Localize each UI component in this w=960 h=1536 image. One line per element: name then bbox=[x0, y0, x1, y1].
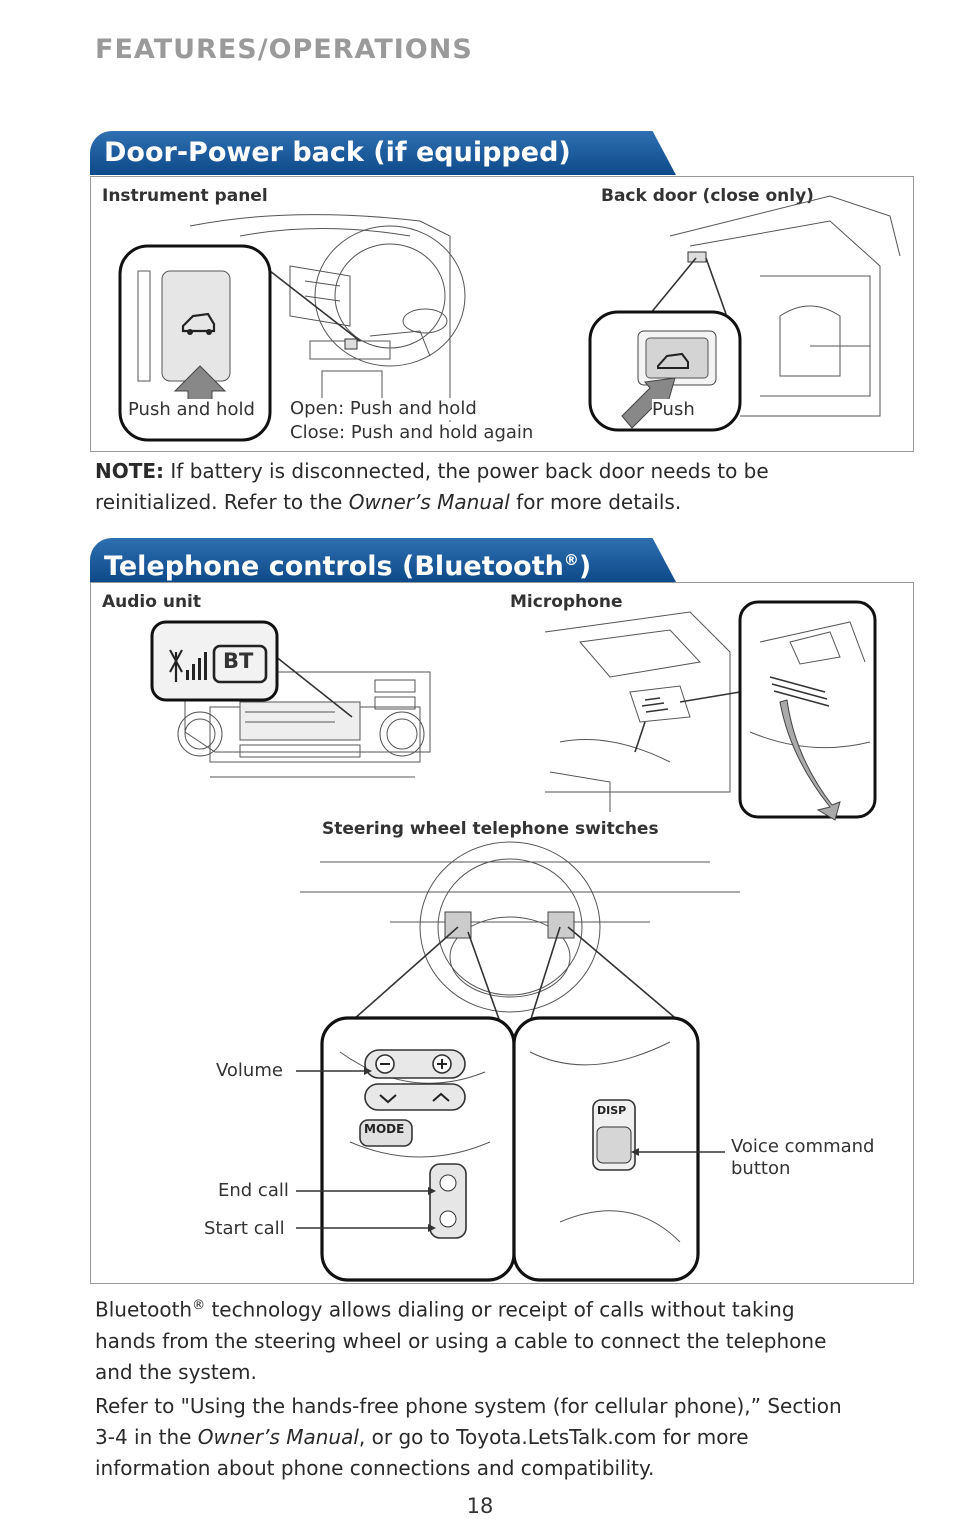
para2-l3: information about phone connections and … bbox=[95, 1456, 655, 1480]
reference-paragraph: Refer to "Using the hands-free phone sys… bbox=[95, 1391, 925, 1484]
page-number: 18 bbox=[466, 1494, 494, 1518]
section-title: Door-Power back (if equipped) bbox=[104, 137, 571, 168]
note-text-line1: If battery is disconnected, the power ba… bbox=[164, 459, 769, 483]
power-door-figure bbox=[90, 176, 914, 452]
para1-l1b: technology allows dialing or receipt of … bbox=[205, 1297, 795, 1322]
bt-badge-text: BT bbox=[221, 649, 256, 673]
back-door-label: Back door (close only) bbox=[601, 186, 814, 206]
note-paragraph: NOTE: If battery is disconnected, the po… bbox=[95, 456, 925, 518]
volume-label: Volume bbox=[216, 1060, 283, 1082]
para1-l2: hands from the steering wheel or using a… bbox=[95, 1328, 827, 1353]
mode-key-label: MODE bbox=[364, 1122, 405, 1136]
section-title: Telephone controls (Bluetooth bbox=[104, 551, 564, 582]
note-text-line2a: reinitialized. Refer to the bbox=[95, 490, 349, 514]
push-and-hold-caption: Push and hold bbox=[128, 399, 255, 421]
registered-mark: ® bbox=[563, 551, 579, 569]
audio-unit-label: Audio unit bbox=[102, 592, 202, 612]
section-title-close: ) bbox=[578, 551, 592, 582]
end-call-label: End call bbox=[218, 1180, 289, 1202]
para2-l1: Refer to "Using the hands-free phone sys… bbox=[95, 1394, 842, 1418]
instrument-panel-label: Instrument panel bbox=[102, 186, 268, 206]
note-text-line2c: for more details. bbox=[509, 490, 682, 514]
para1-l1a: Bluetooth bbox=[95, 1297, 193, 1322]
section-banner-power-back-door: Door-Power back (if equipped) bbox=[90, 131, 676, 175]
push-caption: Push bbox=[652, 399, 695, 421]
voice-command-label-line2: button bbox=[731, 1158, 791, 1180]
para1-l3: and the system. bbox=[95, 1359, 257, 1384]
owners-manual-ref-2: Owner’s Manual bbox=[197, 1425, 359, 1449]
close-caption: Close: Push and hold again bbox=[290, 422, 534, 444]
power-door-illustration bbox=[118, 195, 901, 442]
bluetooth-paragraph: Bluetooth® technology allows dialing or … bbox=[95, 1290, 925, 1388]
para2-l2a: 3-4 in the bbox=[95, 1425, 198, 1449]
section-banner-telephone: Telephone controls (Bluetooth®) bbox=[90, 538, 676, 582]
para1-reg: ® bbox=[192, 1298, 206, 1313]
start-call-label: Start call bbox=[204, 1218, 285, 1240]
note-label: NOTE: bbox=[95, 459, 165, 483]
page-header: FEATURES/OPERATIONS bbox=[95, 34, 473, 65]
steering-wheel-label: Steering wheel telephone switches bbox=[322, 819, 659, 839]
para2-l2c: , or go to Toyota.LetsTalk.com for more bbox=[358, 1425, 749, 1449]
open-caption: Open: Push and hold bbox=[290, 398, 477, 420]
microphone-label: Microphone bbox=[510, 592, 623, 612]
voice-command-label-line1: Voice command bbox=[731, 1136, 875, 1158]
owners-manual-ref: Owner’s Manual bbox=[348, 490, 510, 514]
disp-key-label: DISP bbox=[597, 1104, 627, 1117]
telephone-illustration bbox=[150, 600, 877, 1282]
telephone-figure bbox=[90, 582, 914, 1284]
